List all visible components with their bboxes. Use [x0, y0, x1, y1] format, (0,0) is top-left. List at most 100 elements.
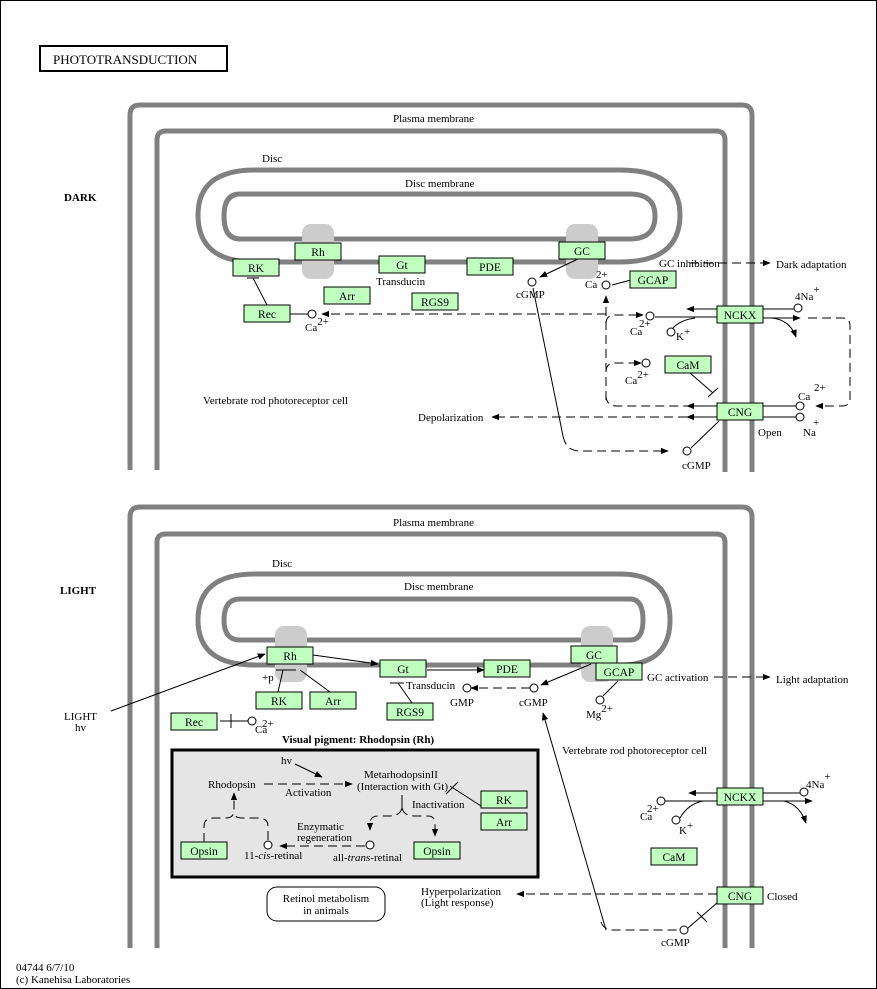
- dark-state-label: DARK: [64, 192, 97, 204]
- gene-pde[interactable]: PDE: [466, 257, 514, 276]
- plasma-membrane-label: Plasma membrane: [393, 517, 474, 529]
- gene-gt[interactable]: Gt: [378, 255, 426, 274]
- disc-label: Disc: [272, 558, 292, 570]
- map-link-retinol-metabolism[interactable]: Retinol metabolism in animals: [266, 886, 386, 922]
- rk-rec-link: [252, 277, 268, 306]
- gene-cam[interactable]: CaM: [664, 355, 712, 374]
- gene-opsin-left[interactable]: Opsin: [180, 841, 228, 860]
- gene-arr[interactable]: Arr: [309, 691, 357, 710]
- light-input-label: LIGHT: [64, 711, 97, 723]
- gene-inset-rk[interactable]: RK: [480, 790, 528, 809]
- disc-label: Disc: [262, 153, 282, 165]
- disc-inner-membrane: [221, 191, 658, 242]
- nckx-curve-arrow: [783, 800, 807, 824]
- gene-arr[interactable]: Arr: [323, 286, 371, 305]
- gene-gcap[interactable]: GCAP: [629, 270, 677, 289]
- metarhodopsin-label: MetarhodopsinII: [364, 769, 438, 781]
- plasma-membrane-label: Plasma membrane: [393, 113, 474, 125]
- meta-rk-link: [449, 785, 482, 807]
- cgmp-cng-dash: [600, 921, 680, 931]
- gene-rh[interactable]: Rh: [266, 646, 314, 665]
- compound-ca-nckx[interactable]: [645, 311, 655, 321]
- plasma-membrane-outer: [127, 102, 755, 472]
- na-label: Na+: [803, 417, 819, 439]
- svg-text:Rh: Rh: [283, 651, 297, 663]
- svg-text:PDE: PDE: [479, 262, 501, 274]
- gene-rgs9[interactable]: RGS9: [411, 292, 459, 311]
- compound-gmp[interactable]: [462, 683, 472, 693]
- compound-cgmp-cng[interactable]: [679, 925, 689, 935]
- svg-text:GCAP: GCAP: [604, 667, 635, 679]
- enzymatic-label: Enzymatic: [297, 821, 344, 833]
- depolarization-label: Depolarization: [418, 412, 484, 424]
- visual-pigment-inset: [170, 748, 540, 879]
- cgmp-label: cGMP: [516, 289, 545, 301]
- gene-rec[interactable]: Rec: [243, 304, 291, 323]
- inhibit-bar: [445, 781, 459, 795]
- plasma-membrane-inner: [154, 531, 728, 948]
- gene-rh[interactable]: Rh: [294, 242, 342, 261]
- na4-label: 4Na+: [806, 771, 831, 791]
- svg-text:Arr: Arr: [325, 696, 341, 708]
- svg-text:Opsin: Opsin: [423, 846, 451, 858]
- gene-inset-arr[interactable]: Arr: [480, 812, 528, 831]
- compound-cgmp[interactable]: [529, 683, 539, 693]
- footer-id-date: 04744 6/7/10: [16, 962, 75, 974]
- ca-return-dash: [605, 394, 688, 407]
- svg-text:GC: GC: [586, 650, 602, 662]
- gene-opsin-right[interactable]: Opsin: [413, 841, 461, 860]
- svg-text:CaM: CaM: [663, 852, 686, 864]
- compound-cgmp[interactable]: [527, 277, 537, 287]
- compound-ca-rec[interactable]: [247, 716, 257, 726]
- to-opsin-dash: [401, 807, 439, 837]
- gene-cam[interactable]: CaM: [650, 847, 698, 866]
- gene-rk[interactable]: RK: [255, 691, 303, 710]
- ca-nckx-label: Ca2+: [640, 803, 659, 823]
- compound-k[interactable]: [666, 327, 676, 337]
- gene-rgs9[interactable]: RGS9: [386, 702, 434, 721]
- light-rh-arrow: [110, 653, 266, 712]
- gene-gcap[interactable]: GCAP: [595, 662, 643, 681]
- compound-na4[interactable]: [793, 303, 803, 313]
- compound-na-cng[interactable]: [795, 412, 805, 422]
- gene-cng[interactable]: CNG: [716, 886, 764, 905]
- compound-cgmp-cng[interactable]: [682, 446, 692, 456]
- svg-text:Opsin: Opsin: [190, 846, 218, 858]
- gene-gc[interactable]: GC: [558, 241, 606, 260]
- compound-ca-gcap[interactable]: [601, 280, 611, 290]
- compound-all-trans-retinal[interactable]: [365, 840, 375, 850]
- svg-text:CaM: CaM: [677, 360, 700, 372]
- compound-ca-nckx[interactable]: [656, 796, 666, 806]
- gene-rec[interactable]: Rec: [170, 712, 218, 731]
- inactivation-label: Inactivation: [412, 799, 465, 811]
- gene-cng[interactable]: CNG: [716, 402, 764, 421]
- mg-label: Mg2+: [586, 703, 613, 721]
- svg-text:RGS9: RGS9: [396, 707, 424, 719]
- gene-gc[interactable]: GC: [570, 645, 618, 664]
- title-box: PHOTOTRANSDUCTION: [39, 45, 228, 72]
- hyperpolarization-label: Hyperpolarization: [421, 886, 502, 898]
- svg-text:RGS9: RGS9: [421, 297, 449, 309]
- compound-k[interactable]: [671, 815, 681, 825]
- map-link-line2: in animals: [303, 905, 349, 917]
- compound-na4[interactable]: [799, 787, 809, 797]
- gene-rk[interactable]: RK: [232, 258, 280, 277]
- compound-11-cis-retinal[interactable]: [263, 840, 273, 850]
- rhodopsin-label: Rhodopsin: [208, 779, 256, 791]
- ca-to-cam-dash: [605, 359, 642, 373]
- svg-text:CNG: CNG: [728, 407, 752, 419]
- na4-label: 4Na+: [795, 284, 820, 303]
- gene-nckx[interactable]: NCKX: [716, 787, 764, 806]
- compound-ca-cng[interactable]: [795, 401, 805, 411]
- footer-copyright: (c) Kanehisa Laboratories: [16, 974, 130, 986]
- gene-pde[interactable]: PDE: [483, 659, 531, 678]
- cgmp-cng-bar: [696, 911, 708, 923]
- compound-ca-cam[interactable]: [641, 358, 651, 368]
- compound-mg[interactable]: [595, 695, 605, 705]
- trans-retinal-label: all-trans-retinal: [333, 852, 402, 864]
- gene-nckx[interactable]: NCKX: [716, 305, 764, 324]
- gene-gt[interactable]: Gt: [379, 659, 427, 678]
- cis-retinal-label: 11-cis-retinal: [244, 850, 302, 862]
- compound-ca-rec[interactable]: [307, 309, 317, 319]
